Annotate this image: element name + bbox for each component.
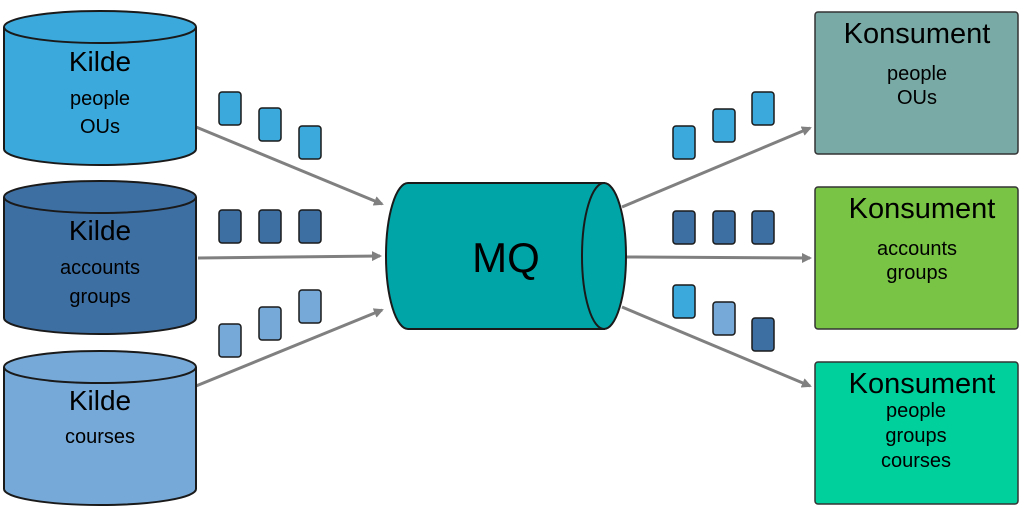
consumer-line-2-2: groups <box>886 262 947 284</box>
message-token-13 <box>672 210 696 245</box>
source-cylinder-top-3 <box>3 350 197 384</box>
message-queue: MQ <box>385 182 627 330</box>
consumer-box-1: Konsument people OUs <box>814 11 1019 155</box>
source-line-1-1: people <box>70 88 130 110</box>
source-database-3: Kilde courses <box>3 350 197 506</box>
message-token-17 <box>712 301 736 336</box>
consumer-title-3: Konsument <box>849 368 996 400</box>
consumer-rect-2 <box>814 186 1019 330</box>
consumer-line-3-3: courses <box>881 450 951 472</box>
arrow-mq-to-consumer1 <box>621 126 812 209</box>
arrow-mq-to-consumer2 <box>625 252 812 263</box>
source-line-2-1: accounts <box>60 257 140 279</box>
message-token-9 <box>298 289 322 324</box>
source-database-2: Kilde accounts groups <box>3 180 197 335</box>
message-token-1 <box>218 91 242 126</box>
consumer-box-3: Konsument people groups courses <box>814 361 1019 505</box>
source-database-1: Kilde people OUs <box>3 10 197 166</box>
mq-label: MQ <box>472 234 540 281</box>
source-line-3-1: courses <box>65 426 135 448</box>
message-token-10 <box>672 125 696 160</box>
message-token-5 <box>258 209 282 244</box>
consumer-rect-1 <box>814 11 1019 155</box>
message-token-12 <box>751 91 775 126</box>
source-title-2: Kilde <box>69 215 131 246</box>
arrow-source3-to-mq <box>195 308 384 388</box>
message-tokens <box>218 91 775 358</box>
mq-cylinder-body <box>385 182 605 330</box>
source-title-1: Kilde <box>69 46 131 77</box>
mq-cylinder-end <box>581 182 627 330</box>
arrow-source1-to-mq <box>195 125 384 206</box>
message-token-14 <box>712 210 736 245</box>
source-cylinder-body-3 <box>3 367 197 506</box>
message-token-7 <box>218 323 242 358</box>
source-cylinder-body-1 <box>3 27 197 166</box>
arrows <box>195 125 812 388</box>
message-token-6 <box>298 209 322 244</box>
message-token-16 <box>672 284 696 319</box>
consumer-rect-3 <box>814 361 1019 505</box>
message-token-8 <box>258 306 282 341</box>
source-cylinder-top-2 <box>3 180 197 214</box>
consumer-line-2-1: accounts <box>877 238 957 260</box>
consumer-box-2: Konsument accounts groups <box>814 186 1019 330</box>
source-title-3: Kilde <box>69 385 131 416</box>
arrow-source2-to-mq <box>197 251 382 262</box>
message-token-11 <box>712 108 736 143</box>
source-cylinder-top-1 <box>3 10 197 44</box>
message-token-18 <box>751 317 775 352</box>
consumer-line-1-1: people <box>887 63 947 85</box>
consumer-title-1: Konsument <box>844 18 991 50</box>
source-line-2-2: groups <box>69 286 130 308</box>
message-token-15 <box>751 210 775 245</box>
consumer-line-1-2: OUs <box>897 87 937 109</box>
consumer-title-2: Konsument <box>849 193 996 225</box>
message-token-2 <box>258 107 282 142</box>
consumer-line-3-1: people <box>886 400 946 422</box>
arrow-mq-to-consumer3 <box>621 305 812 388</box>
source-line-1-2: OUs <box>80 116 120 138</box>
message-token-3 <box>298 125 322 160</box>
source-cylinder-body-2 <box>3 197 197 335</box>
message-token-4 <box>218 209 242 244</box>
consumer-line-3-2: groups <box>885 425 946 447</box>
